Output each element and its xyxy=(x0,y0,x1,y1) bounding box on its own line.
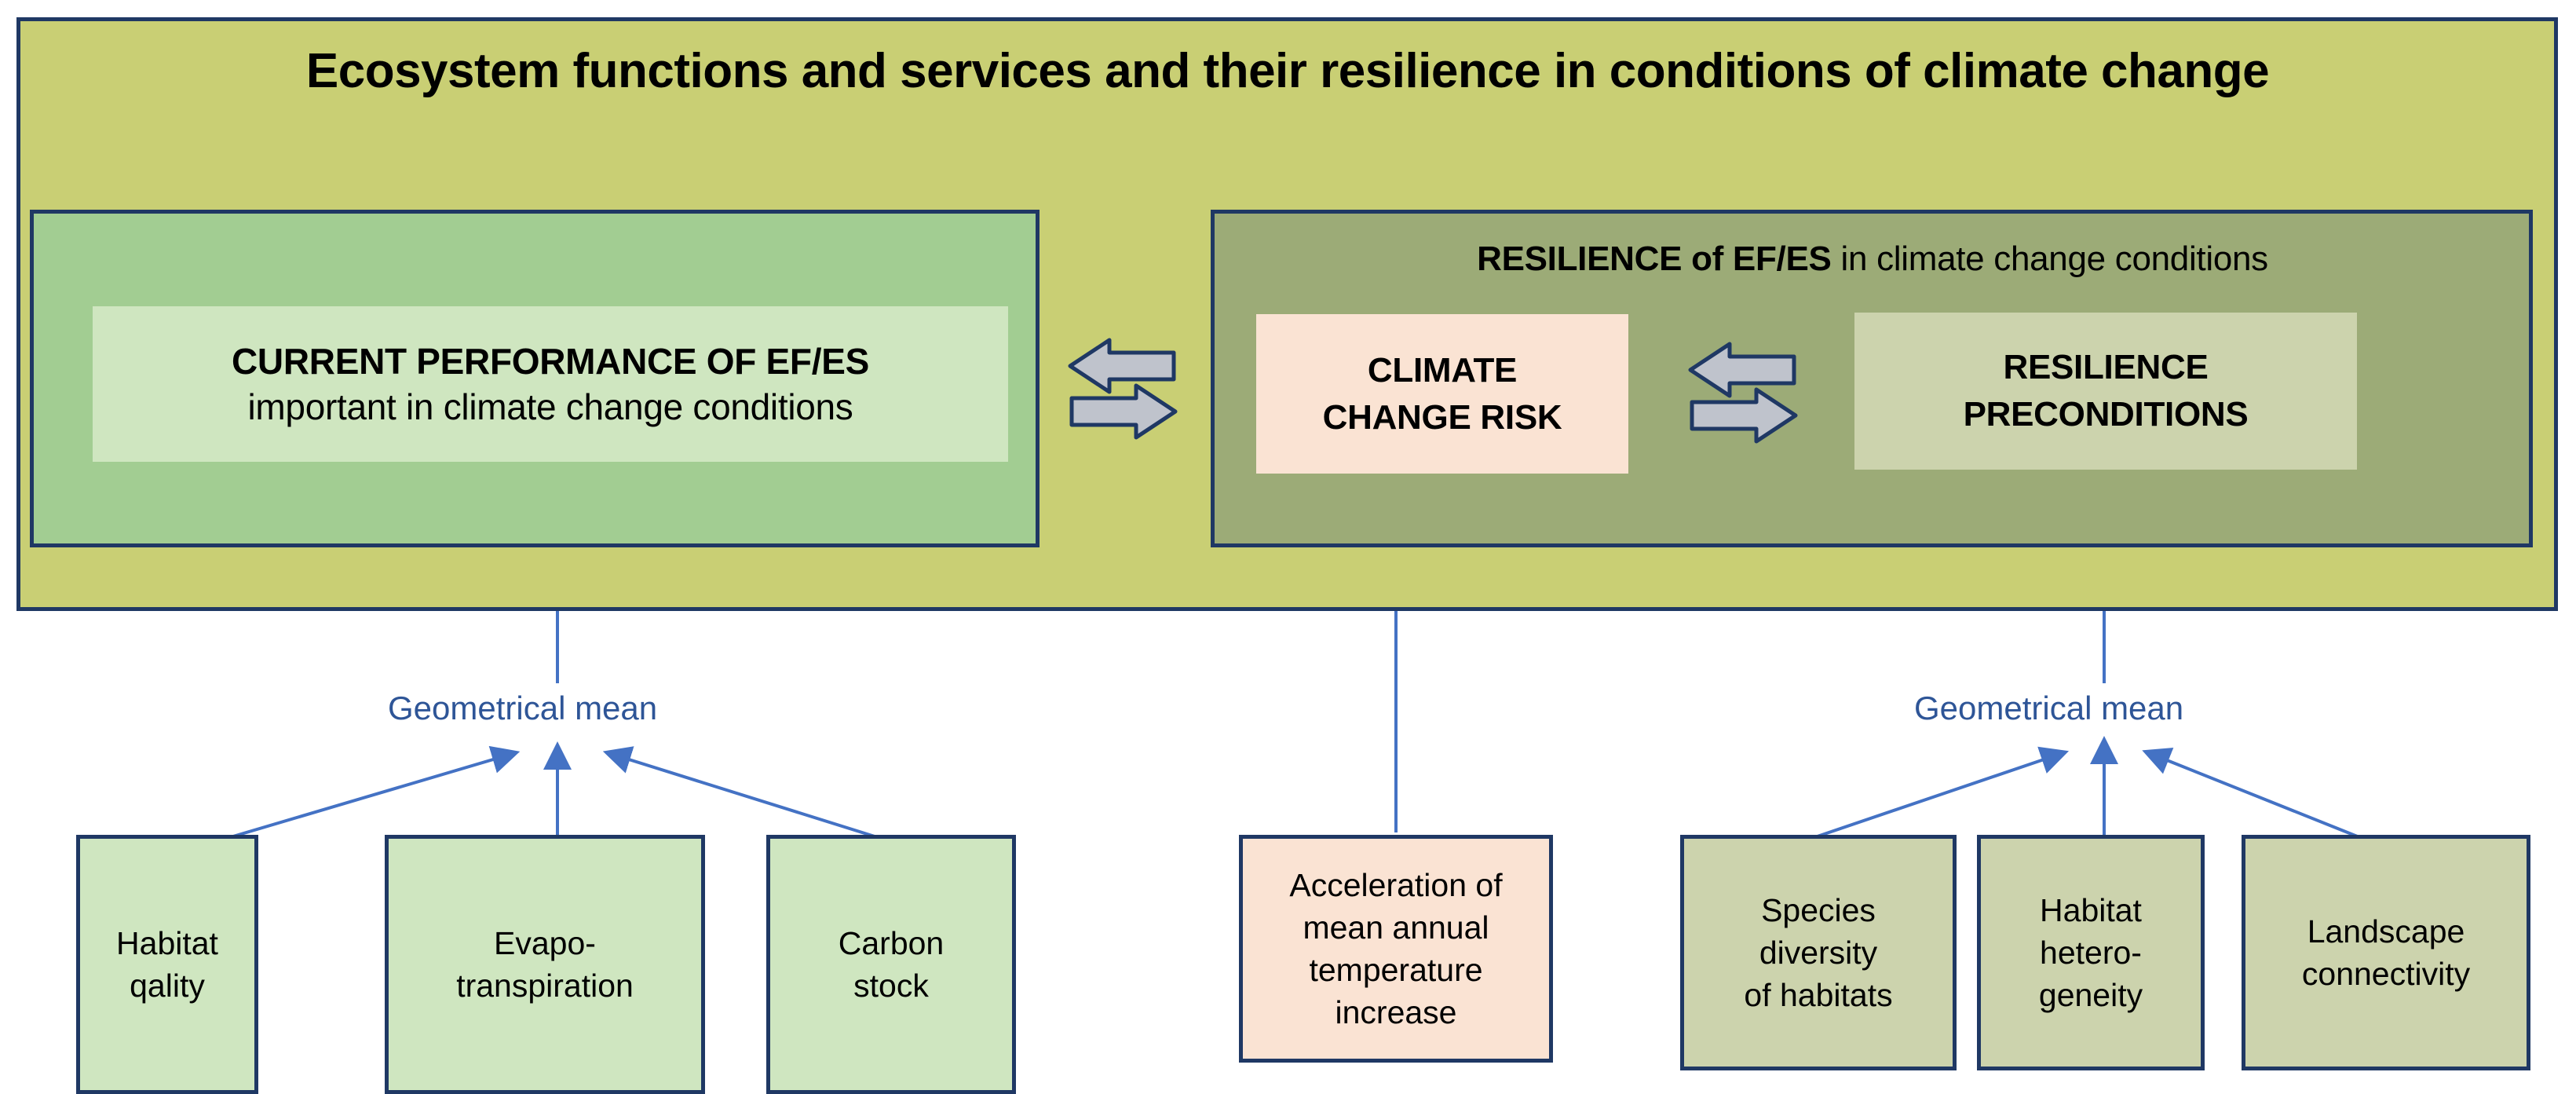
resilience-heading: RESILIENCE of EF/ES in climate change co… xyxy=(1233,240,2512,279)
current-performance-subtitle: important in climate change conditions xyxy=(247,386,853,427)
indicator-box-temperature-increase: Acceleration of mean annual temperature … xyxy=(1239,835,1553,1063)
climate-change-risk-line2: CHANGE RISK xyxy=(1322,397,1562,437)
arrow-species-diversity-to-geomean xyxy=(1805,746,2070,842)
arrow-carbon-stock-to-geomean xyxy=(602,746,888,842)
indicator-box-carbon-stock: Carbon stock xyxy=(766,835,1016,1094)
arrow-habitat-quality-to-geomean xyxy=(219,745,521,842)
resilience-preconditions-line1: RESILIENCE xyxy=(2003,348,2209,386)
climate-change-risk-line1: CLIMATE xyxy=(1367,350,1518,390)
swap-arrows-icon xyxy=(1688,342,1798,444)
indicator-box-species-diversity: Species diversity of habitats xyxy=(1680,835,1957,1070)
arrow-landscape-connectivity-to-geomean xyxy=(2142,747,2368,842)
page-title: Ecosystem functions and services and the… xyxy=(305,44,2270,98)
resilience-heading-rest: in climate change conditions xyxy=(1831,240,2269,278)
indicator-box-habitat-quality: Habitat qality xyxy=(76,835,258,1094)
resilience-preconditions-box: RESILIENCE PRECONDITIONS xyxy=(1854,313,2357,470)
indicator-box-landscape-connectivity: Landscape connectivity xyxy=(2242,835,2530,1070)
indicator-box-evapotranspiration: Evapo- transpiration xyxy=(385,835,705,1094)
geometrical-mean-label-right: Geometrical mean xyxy=(1914,690,2184,726)
current-performance-label-box: CURRENT PERFORMANCE OF EF/ES important i… xyxy=(93,306,1008,462)
climate-change-risk-box: CLIMATE CHANGE RISK xyxy=(1256,314,1628,474)
current-performance-title: CURRENT PERFORMANCE OF EF/ES xyxy=(232,341,869,382)
geometrical-mean-label-left: Geometrical mean xyxy=(388,690,658,726)
resilience-preconditions-line2: PRECONDITIONS xyxy=(1963,395,2249,434)
swap-arrows-icon xyxy=(1068,338,1178,440)
indicator-box-habitat-heterogeneity: Habitat hetero- geneity xyxy=(1977,835,2205,1070)
resilience-heading-bold: RESILIENCE of EF/ES xyxy=(1477,240,1832,278)
